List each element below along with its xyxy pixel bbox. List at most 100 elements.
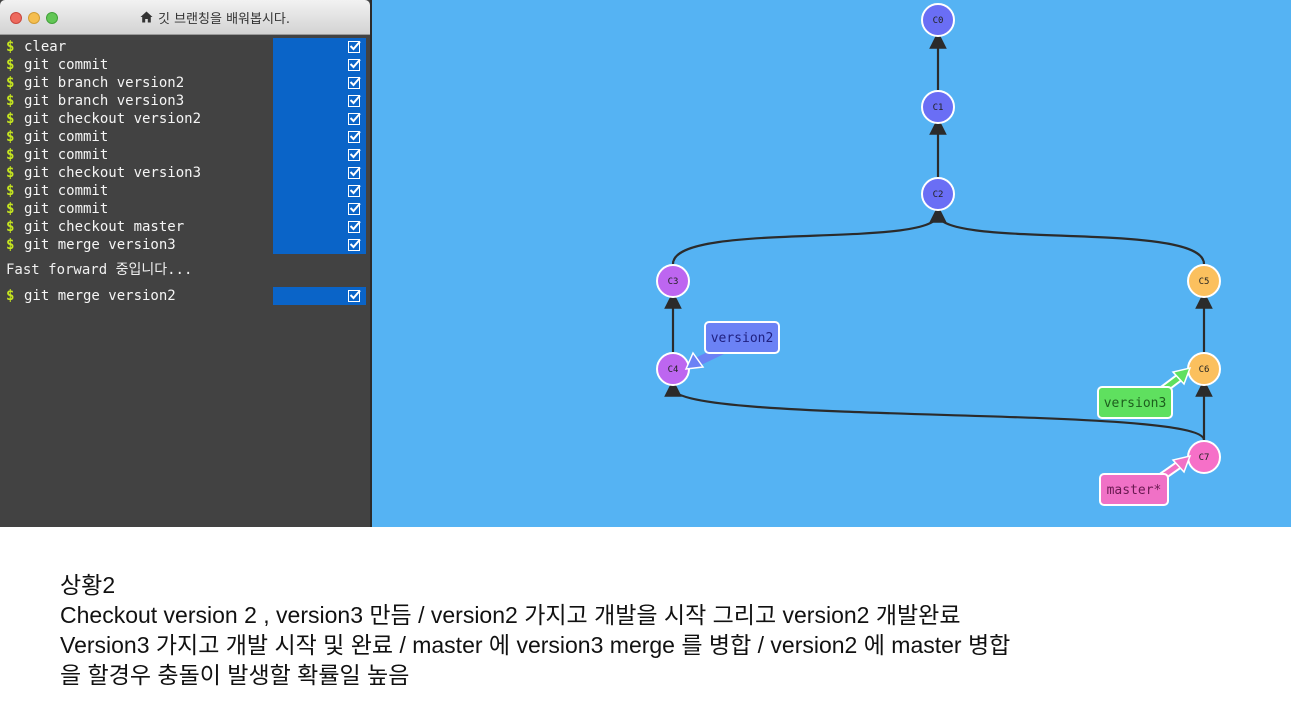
checkbox-icon[interactable] <box>348 220 361 233</box>
git-learning-app: C0 C1 C2 C3 C4 C5 C6 C7 <box>0 0 1291 527</box>
svg-text:C7: C7 <box>1199 453 1210 463</box>
svg-text:version3: version3 <box>1104 396 1167 411</box>
commit-node-c4[interactable]: C4 <box>656 352 690 386</box>
command-text: git checkout master <box>24 219 185 235</box>
minimize-button[interactable] <box>28 12 40 24</box>
checkbox-icon[interactable] <box>348 238 361 251</box>
commit-node-c2[interactable]: C2 <box>921 177 955 211</box>
current-command: $ git merge version2 <box>0 287 372 305</box>
command-status-box <box>273 128 366 146</box>
edge-c5-c2 <box>936 213 1206 265</box>
svg-text:C3: C3 <box>668 277 679 287</box>
command-text: git branch version3 <box>24 93 185 109</box>
command-status-box <box>273 164 366 182</box>
svg-text:C4: C4 <box>668 365 679 375</box>
prompt-symbol: $ <box>6 111 15 127</box>
command-row: $ git merge version2 <box>0 287 372 305</box>
command-terminal: 깃 브랜칭을 배워봅시다. $clear$git commit$git bran… <box>0 0 372 527</box>
prompt-symbol: $ <box>6 75 15 91</box>
checkbox-icon[interactable] <box>348 130 361 143</box>
prompt-symbol: $ <box>6 57 15 73</box>
commit-node-c5[interactable]: C5 <box>1187 264 1221 298</box>
command-row: $ git checkout master <box>0 218 372 236</box>
commit-node-c0[interactable]: C0 <box>921 3 955 37</box>
command-status-box <box>273 200 366 218</box>
notes-line: Checkout version 2 , version3 만듬 / versi… <box>60 602 961 628</box>
notes-line: Version3 가지고 개발 시작 및 완료 / master 에 versi… <box>60 632 1011 658</box>
lecture-notes: 상황2 Checkout version 2 , version3 만듬 / v… <box>60 570 1260 690</box>
prompt-symbol: $ <box>6 288 15 304</box>
command-status-box <box>273 110 366 128</box>
command-status-box <box>273 146 366 164</box>
svg-text:C6: C6 <box>1199 365 1210 375</box>
commit-node-c3[interactable]: C3 <box>656 264 690 298</box>
command-status-box <box>273 287 366 305</box>
checkbox-icon[interactable] <box>348 289 361 302</box>
edge-c3-c2 <box>671 205 947 265</box>
checkbox-icon[interactable] <box>348 76 361 89</box>
command-row: $git commit <box>0 128 372 146</box>
commit-node-c7[interactable]: C7 <box>1187 440 1221 474</box>
prompt-symbol: $ <box>6 237 15 253</box>
prompt-symbol: $ <box>6 183 15 199</box>
command-text: git commit <box>24 183 109 199</box>
maximize-button[interactable] <box>46 12 58 24</box>
checkbox-icon[interactable] <box>348 58 361 71</box>
svg-text:master*: master* <box>1107 483 1162 498</box>
command-row: $ git commit <box>0 56 372 74</box>
checkbox-icon[interactable] <box>348 40 361 53</box>
command-status-box <box>273 218 366 236</box>
command-status-box <box>273 182 366 200</box>
checkbox-icon[interactable] <box>348 94 361 107</box>
command-text: git checkout version3 <box>24 165 202 181</box>
command-row: $git checkout version2 <box>0 110 372 128</box>
command-text: git commit <box>24 57 109 73</box>
command-status-box <box>273 56 366 74</box>
svg-text:C2: C2 <box>933 190 944 200</box>
svg-text:C1: C1 <box>933 103 944 113</box>
commit-node-c6[interactable]: C6 <box>1187 352 1221 386</box>
commit-node-c1[interactable]: C1 <box>921 90 955 124</box>
prompt-symbol: $ <box>6 39 15 55</box>
checkbox-icon[interactable] <box>348 202 361 215</box>
window-titlebar: 깃 브랜칭을 배워봅시다. <box>0 0 370 35</box>
command-row: $ git branch version2 <box>0 74 372 92</box>
status-message: Fast forward 중입니다... <box>6 262 193 278</box>
command-row: $ git checkout version3 <box>0 164 372 182</box>
svg-text:version2: version2 <box>711 331 774 346</box>
commit-graph: C0 C1 C2 C3 C4 C5 C6 C7 <box>656 3 1221 506</box>
branch-label-master[interactable]: master* <box>1099 454 1192 506</box>
svg-text:C5: C5 <box>1199 277 1210 287</box>
command-status-box <box>273 38 366 56</box>
command-text: git commit <box>24 201 109 217</box>
checkbox-icon[interactable] <box>348 112 361 125</box>
window-title: 깃 브랜칭을 배워봅시다. <box>158 11 290 27</box>
checkbox-icon[interactable] <box>348 166 361 179</box>
prompt-symbol: $ <box>6 219 15 235</box>
command-row: $ git merge version3 <box>0 236 372 254</box>
notes-heading: 상황2 <box>60 572 116 598</box>
branch-label-version2[interactable]: version2 <box>684 321 780 370</box>
command-row: $ clear <box>0 38 372 56</box>
checkbox-icon[interactable] <box>348 184 361 197</box>
checkbox-icon[interactable] <box>348 148 361 161</box>
command-text: git commit <box>24 147 109 163</box>
home-icon <box>140 11 153 23</box>
prompt-symbol: $ <box>6 147 15 163</box>
command-text: clear <box>24 39 67 55</box>
close-button[interactable] <box>10 12 22 24</box>
command-text: git branch version2 <box>24 75 185 91</box>
command-text: git merge version2 <box>24 288 176 304</box>
prompt-symbol: $ <box>6 165 15 181</box>
branch-label-version3[interactable]: version3 <box>1097 366 1192 419</box>
edge-c7-c4 <box>664 379 1206 441</box>
command-status-box <box>273 92 366 110</box>
svg-text:C0: C0 <box>933 16 944 26</box>
command-row: $git commit <box>0 200 372 218</box>
command-text: git merge version3 <box>24 237 176 253</box>
command-row: $ git commit <box>0 182 372 200</box>
command-status-box <box>273 74 366 92</box>
prompt-symbol: $ <box>6 129 15 145</box>
command-row: $ git commit <box>0 146 372 164</box>
prompt-symbol: $ <box>6 93 15 109</box>
